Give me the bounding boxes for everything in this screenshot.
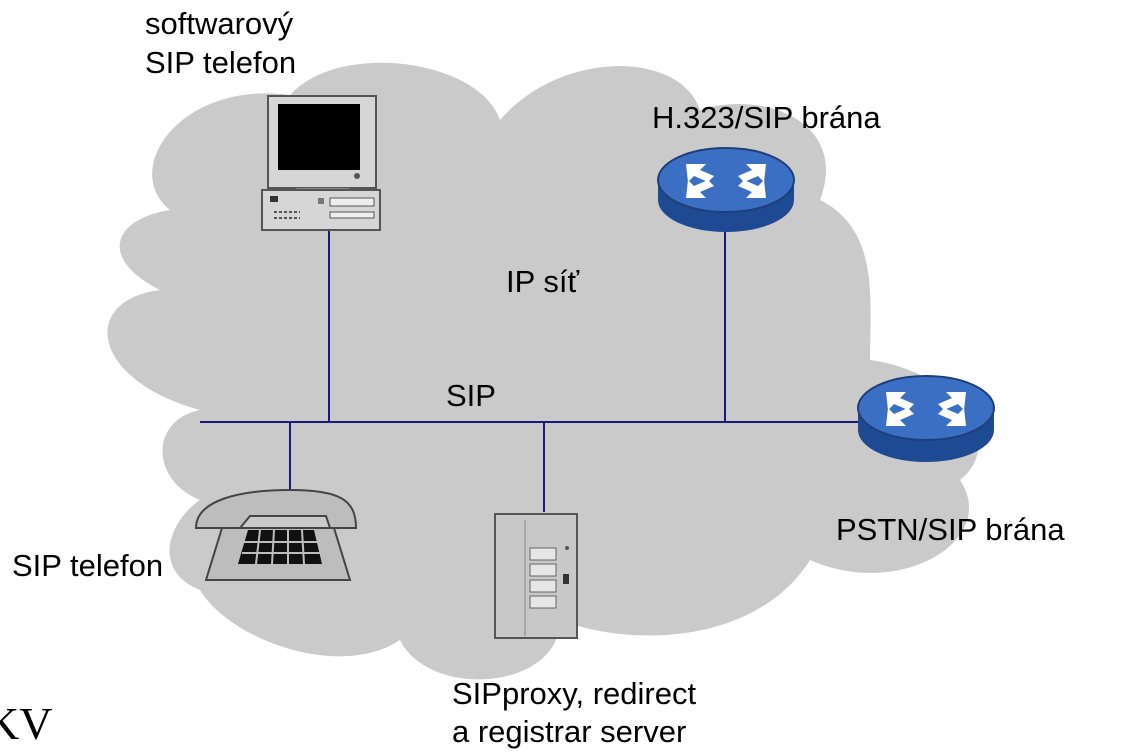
router-icon (857, 375, 995, 462)
server-tower-icon (494, 513, 578, 639)
sip-phone-label: SIP telefon (12, 548, 164, 583)
sip-bus (200, 222, 862, 512)
server-label-line1: SIPproxy, redirect (452, 676, 697, 711)
sip-bus-label: SIP (446, 378, 496, 413)
h323-gateway-label: H.323/SIP brána (652, 100, 881, 135)
pstn-gateway-label: PSTN/SIP brána (836, 512, 1065, 547)
ip-network-label: IP síť (506, 264, 580, 299)
desktop-computer-icon (261, 95, 381, 231)
desk-phone-icon (194, 488, 358, 581)
router-icon (657, 147, 795, 232)
server-label-line2: a registrar server (452, 714, 687, 749)
corner-text-fragment: KV (0, 698, 53, 749)
softphone-label-line1: softwarový (145, 6, 294, 41)
softphone-label-line2: SIP telefon (145, 45, 297, 80)
